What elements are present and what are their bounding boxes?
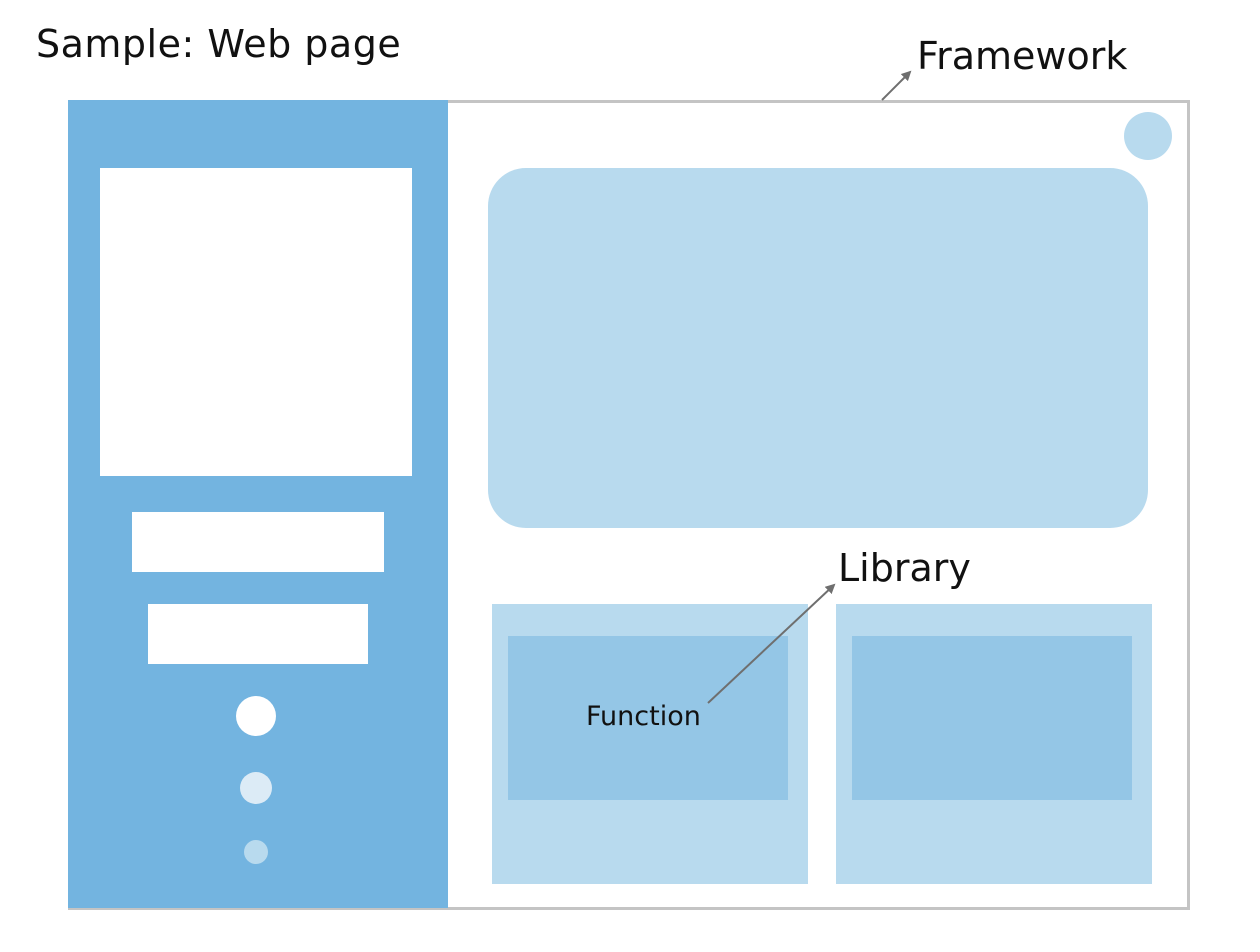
function-label: Function <box>586 701 701 732</box>
library-arrow <box>707 583 836 704</box>
diagram-title: Sample: Web page <box>36 22 402 66</box>
framework-arrow <box>881 70 912 101</box>
function-block-1 <box>508 636 788 800</box>
avatar-circle <box>1124 112 1172 160</box>
sidebar-text-block-2 <box>148 604 368 664</box>
sidebar-text-block-1 <box>132 512 384 572</box>
hero-panel <box>488 168 1148 528</box>
function-block-2 <box>852 636 1132 800</box>
library-label: Library <box>838 546 971 590</box>
sidebar-dot-medium <box>240 772 272 804</box>
sidebar-dot-small <box>244 840 268 864</box>
sidebar-dot-large <box>236 696 276 736</box>
sidebar-image-placeholder <box>100 168 412 476</box>
framework-label: Framework <box>917 34 1128 78</box>
